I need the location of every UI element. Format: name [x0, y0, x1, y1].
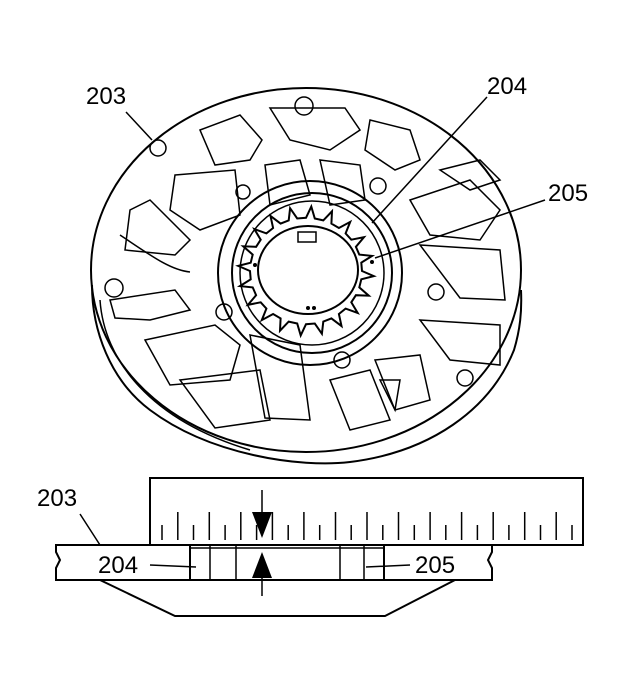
measurement-arrows	[252, 490, 272, 596]
straight-edge-ruler	[149, 477, 584, 546]
pump-body-rim	[91, 284, 523, 465]
callout-204-top: 204	[487, 73, 527, 100]
pump-body-view	[90, 87, 523, 465]
callout-204-bottom: 204	[98, 552, 138, 579]
callout-203-top: 203	[86, 83, 126, 110]
inner-gear-teeth	[235, 203, 377, 339]
top-leader-lines	[125, 96, 546, 259]
oil-passages	[109, 107, 506, 431]
outer-gear	[231, 192, 393, 354]
bolt-holes	[104, 96, 474, 387]
callout-205-bottom: 205	[415, 552, 455, 579]
hub-bore	[257, 225, 359, 315]
gear-pocket	[217, 180, 403, 366]
gear-cavity	[189, 544, 385, 581]
pump-body-section	[55, 544, 493, 617]
callout-203-bottom: 203	[37, 485, 77, 512]
inner-gear	[235, 203, 377, 339]
pump-body-face	[90, 87, 522, 453]
bottom-leader-lines	[79, 513, 411, 568]
callout-205-top: 205	[548, 180, 588, 207]
